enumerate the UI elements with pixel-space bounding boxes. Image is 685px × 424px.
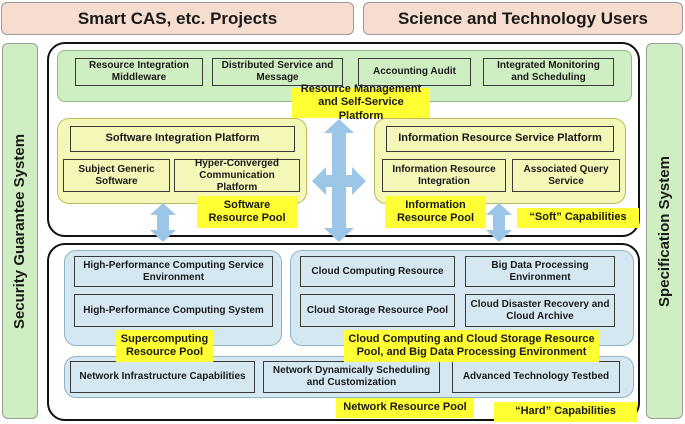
hpc-service-environment: High-Performance Computing Service Envir…: [74, 256, 273, 287]
associated-query-service: Associated Query Service: [512, 159, 620, 192]
information-resource-band: [374, 118, 626, 204]
hyper-converged-communication-platform: Hyper-Converged Communication Platform: [174, 158, 300, 193]
vertical-arrow-left: [150, 203, 176, 242]
cloud-disaster-recovery-archive: Cloud Disaster Recovery and Cloud Archiv…: [465, 294, 615, 327]
security-guarantee-system: Security Guarantee System: [2, 43, 38, 419]
information-resource-integration: Information Resource Integration: [382, 159, 506, 192]
cloud-computing-resource: Cloud Computing Resource: [300, 256, 455, 287]
header-smart-cas-projects: Smart CAS, etc. Projects: [1, 2, 354, 35]
cloud-storage-resource-pool: Cloud Storage Resource Pool: [300, 294, 455, 327]
information-resource-service-platform: Information Resource Service Platform: [386, 126, 614, 152]
network-resource-pool-label: Network Resource Pool: [336, 398, 474, 418]
big-data-processing-environment: Big Data Processing Environment: [465, 256, 615, 287]
accounting-audit: Accounting Audit: [358, 58, 471, 86]
header-science-technology-users: Science and Technology Users: [363, 2, 683, 35]
subject-generic-software: Subject Generic Software: [63, 159, 170, 192]
resource-integration-middleware: Resource Integration Middleware: [75, 58, 203, 86]
supercomputing-resource-pool-label: Supercomputing Resource Pool: [116, 330, 213, 362]
software-integration-band: [57, 118, 307, 204]
hpc-system: High-Performance Computing System: [74, 294, 273, 327]
resource-management-label: Resource Management and Self-Service Pla…: [292, 83, 430, 122]
horizontal-arrow-center: [312, 167, 366, 195]
soft-capabilities-label: “Soft” Capabilities: [517, 208, 639, 228]
distributed-service-message: Distributed Service and Message: [212, 58, 343, 86]
vertical-arrow-right: [486, 203, 512, 242]
network-band: [64, 356, 634, 398]
software-resource-pool-label: Software Resource Pool: [197, 196, 297, 228]
software-integration-platform: Software Integration Platform: [70, 126, 295, 152]
specification-system: Specification System: [646, 43, 683, 419]
cloud-resource-pool-label: Cloud Computing and Cloud Storage Resour…: [344, 330, 599, 362]
hard-capabilities-label: “Hard” Capabilities: [494, 402, 637, 422]
integrated-monitoring-scheduling: Integrated Monitoring and Scheduling: [483, 58, 614, 86]
information-resource-pool-label: Information Resource Pool: [385, 196, 486, 228]
